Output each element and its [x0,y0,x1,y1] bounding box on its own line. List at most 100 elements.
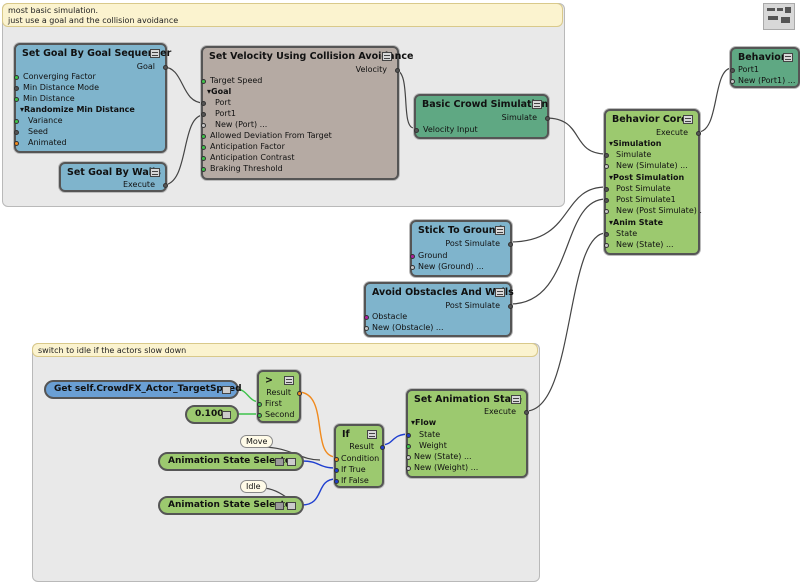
value-bubble-move[interactable]: Move [240,435,274,448]
input-pin-dot[interactable] [257,413,262,418]
output-pin-velocity-dot[interactable] [395,68,400,73]
node-menu-icon[interactable] [150,49,160,58]
section-flow[interactable]: ▾Flow [411,418,437,427]
section-anim-state[interactable]: ▾Anim State [609,218,663,227]
section-goal[interactable]: ▾Goal [207,87,232,96]
input-pin-dot[interactable] [14,86,19,91]
wire-ground-to-postsim [509,186,607,243]
output-pin-execute-dot[interactable] [524,410,529,415]
input-pin-dot[interactable] [364,326,369,331]
input-pin-anticipation-factor: Anticipation Factor [210,142,285,151]
output-pin-result-dot[interactable] [380,445,385,450]
comment-icon[interactable] [275,458,284,466]
input-pin-dot[interactable] [201,145,206,150]
output-pin-dot[interactable] [508,304,513,309]
node-set-velocity-collision-avoidance[interactable]: Set Velocity Using Collision Avoidance V… [201,46,413,180]
input-pin-dot[interactable] [201,79,206,84]
node-set-goal-by-goal-sequencer[interactable]: Set Goal By Goal Sequencer Goal Convergi… [14,43,171,153]
node-menu-icon[interactable] [783,53,793,62]
input-pin-dot[interactable] [257,402,262,407]
input-pin-dot[interactable] [406,433,411,438]
section-simulation[interactable]: ▾Simulation [609,139,662,148]
input-pin-post-simulate1: Post Simulate1 [616,195,676,204]
node-title: Set Animation State [414,394,522,405]
comment-icon[interactable] [275,502,284,510]
input-pin-dot[interactable] [604,198,609,203]
output-pin-execute-dot[interactable] [163,183,168,188]
output-pin-goal-dot[interactable] [163,65,168,70]
node-stick-to-ground[interactable]: Stick To Ground Post Simulate Ground New… [410,220,513,277]
output-pin-simulate-dot[interactable] [545,116,550,121]
node-menu-icon[interactable] [495,226,505,235]
section-post-simulation[interactable]: ▾Post Simulation [609,173,685,182]
input-pin-dot[interactable] [14,141,19,146]
node-menu-icon[interactable] [683,115,693,124]
input-pin-dot[interactable] [604,153,609,158]
output-pin-execute: Execute [123,180,155,189]
input-pin-state: State [616,229,638,238]
input-pin-dot[interactable] [14,130,19,135]
input-pin-dot[interactable] [334,468,339,473]
node-menu-icon[interactable] [222,411,231,419]
input-pin-dot[interactable] [406,444,411,449]
output-pin-result-dot[interactable] [297,391,302,396]
node-avoid-obstacles-and-walls[interactable]: Avoid Obstacles And Walls Post Simulate … [364,282,514,337]
input-pin-dot[interactable] [406,455,411,460]
input-pin-dot[interactable] [334,479,339,484]
input-pin-simulate: Simulate [616,150,652,159]
node-menu-icon[interactable] [284,376,294,385]
input-pin-dot[interactable] [604,232,609,237]
node-behavior[interactable]: Behavior Port1 New (Port1) ... [730,47,800,88]
navigator-thumbnail[interactable] [763,3,795,30]
node-animation-state-selector-idle[interactable]: Animation State Selector [158,496,304,515]
node-menu-icon[interactable] [495,288,505,297]
node-basic-crowd-simulation[interactable]: Basic Crowd Simulation Simulate Velocity… [414,94,550,139]
input-pin-dot[interactable] [604,187,609,192]
node-constant-value[interactable]: 0.100 [185,405,239,424]
output-pin-execute-dot[interactable] [696,131,701,136]
input-pin-dot[interactable] [410,265,415,270]
input-pin-port1: Port1 [738,65,759,74]
node-menu-icon[interactable] [287,502,296,510]
input-pin-dot[interactable] [730,79,735,84]
input-pin-dot[interactable] [201,123,206,128]
node-animation-state-selector-move[interactable]: Animation State Selector [158,452,304,471]
node-set-goal-by-walls[interactable]: Set Goal By Walls Execute [59,162,168,192]
input-pin-dot[interactable] [410,254,415,259]
input-pin-post-simulate: Post Simulate [616,184,671,193]
value-bubble-idle[interactable]: Idle [240,480,267,493]
input-pin-dot[interactable] [14,119,19,124]
input-pin-dot[interactable] [604,164,609,169]
input-pin-dot[interactable] [201,101,206,106]
node-menu-icon[interactable] [150,168,160,177]
section-randomize-min-distance[interactable]: ▾Randomize Min Distance [20,105,135,114]
node-set-animation-state[interactable]: Set Animation State Execute ▾Flow State … [406,389,529,478]
input-pin-dot[interactable] [334,457,339,462]
output-pin-execute: Execute [656,128,688,137]
node-menu-icon[interactable] [287,458,296,466]
input-pin-dot[interactable] [14,97,19,102]
input-pin-dot[interactable] [730,68,735,73]
input-pin-dot[interactable] [414,128,419,133]
node-greater-than[interactable]: > Result First Second [257,370,302,423]
input-pin-dot[interactable] [406,466,411,471]
input-pin-dot[interactable] [604,209,609,214]
input-pin-dot[interactable] [364,315,369,320]
node-menu-icon[interactable] [532,100,542,109]
input-pin-dot[interactable] [14,75,19,80]
node-menu-icon[interactable] [511,395,521,404]
node-if[interactable]: If Result Condition If True If False [334,424,385,488]
input-pin-dot[interactable] [201,156,206,161]
node-menu-icon[interactable] [222,386,231,394]
output-pin-dot[interactable] [508,242,513,247]
input-pin-dot[interactable] [201,167,206,172]
input-pin-dot[interactable] [201,134,206,139]
output-pin-result: Result [266,388,291,397]
node-menu-icon[interactable] [382,52,392,61]
node-get-target-speed[interactable]: Get self.CrowdFX_Actor_TargetSpeed [44,380,242,399]
node-menu-icon[interactable] [367,430,377,439]
input-pin-dot[interactable] [201,112,206,117]
input-pin-dot[interactable] [604,243,609,248]
node-title: Stick To Ground [418,225,503,236]
node-behavior-core[interactable]: Behavior Core Execute ▾Simulation Simula… [604,109,702,255]
